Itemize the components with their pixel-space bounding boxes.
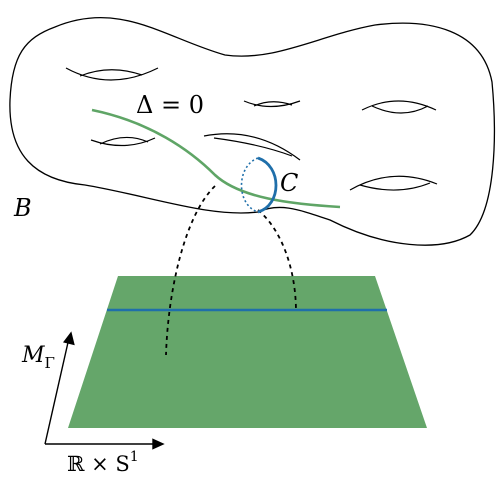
blue-cycle-back xyxy=(240,157,259,213)
handle-2 xyxy=(243,100,301,108)
label-delta-zero: Δ = 0 xyxy=(136,91,204,119)
handle-4 xyxy=(90,136,156,147)
label-m-subscript: Γ xyxy=(45,354,55,372)
label-axis-main: ℝ × S xyxy=(67,452,130,476)
axis-vertical-line xyxy=(44,337,70,445)
axis-horizontal-arrowhead xyxy=(152,438,165,450)
handle-5 xyxy=(203,133,301,161)
handle-3 xyxy=(361,100,437,114)
dashed-link-left xyxy=(165,185,216,356)
axes xyxy=(44,331,165,450)
handle-1 xyxy=(65,67,159,81)
green-curve xyxy=(91,108,341,209)
axis-vertical-arrowhead xyxy=(62,331,75,346)
handle-6 xyxy=(349,175,438,191)
surface-handles xyxy=(65,67,438,191)
label-cycle-c: C xyxy=(280,169,298,197)
label-m-base: M xyxy=(21,343,45,368)
surface-outline xyxy=(9,17,496,246)
dashed-link-right xyxy=(257,209,297,313)
label-m-gamma: MΓ xyxy=(21,343,55,372)
green-plane xyxy=(68,276,427,428)
blue-cycle-front xyxy=(257,156,278,214)
label-axis-superscript: 1 xyxy=(130,449,139,465)
label-axis-base: ℝ × S1 xyxy=(67,449,139,476)
label-surface-b: B xyxy=(13,194,32,222)
